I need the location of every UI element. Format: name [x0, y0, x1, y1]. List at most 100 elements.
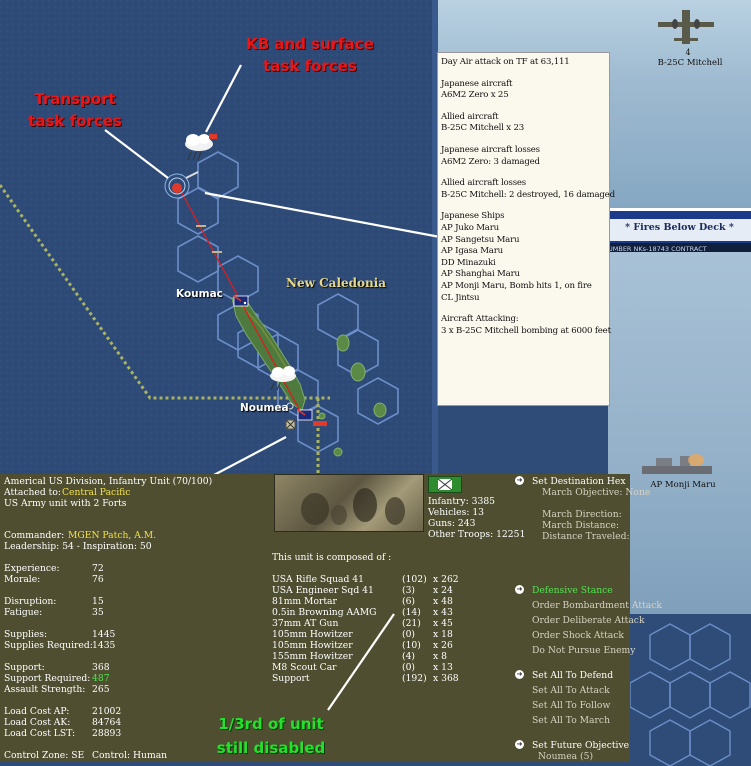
aircraft-name: B-25C Mitchell [657, 58, 723, 68]
set-all-march-button[interactable]: Set All To March [532, 715, 610, 726]
composition-name: Support [272, 673, 310, 684]
noumea-label: Noumea [240, 402, 289, 414]
ship-name: AP Monji Maru [650, 480, 716, 490]
report-allied-aircraft: B-25C Mitchell x 23 [441, 123, 524, 134]
composition-count: x 43 [433, 607, 453, 618]
stat-label: Experience: [4, 563, 60, 574]
arrow-icon: ➜ [515, 670, 524, 679]
order-shock-button[interactable]: Order Shock Attack [532, 630, 624, 641]
composition-disabled: (4) [402, 651, 416, 662]
report-ship: AP Sangetsu Maru [441, 234, 520, 245]
count-other: Other Troops: 12251 [428, 529, 526, 540]
composition-name: USA Rifle Squad 41 [272, 574, 364, 585]
report-ship: AP Igasa Maru [441, 246, 503, 257]
attached-hq-link[interactable]: Central Pacific [62, 487, 131, 498]
aircraft-count: 4 [685, 48, 691, 57]
set-destination-button[interactable]: Set Destination Hex [532, 476, 626, 487]
ship-image-panel: AP Monji Maru [608, 252, 751, 614]
commander-link[interactable]: MGEN Patch, A.M. [68, 530, 157, 541]
leadership-line: Leadership: 54 - Inspiration: 50 [4, 541, 152, 552]
report-allied-losses-title: Allied aircraft losses [441, 178, 526, 189]
stat-label: Support: [4, 662, 45, 673]
stat-label: Support Required: [4, 673, 91, 684]
set-all-attack-button[interactable]: Set All To Attack [532, 685, 610, 696]
mail-icon[interactable] [428, 476, 462, 493]
do-not-pursue-button[interactable]: Do Not Pursue Enemy [532, 645, 636, 656]
unit-name: Americal US Division, Infantry Unit (70/… [4, 476, 213, 487]
composition-count: x 45 [433, 618, 453, 629]
composition-count: x 24 [433, 585, 453, 596]
kb-task-force-annotation: KB and surface task forces [246, 35, 374, 75]
count-vehicles: Vehicles: 13 [428, 507, 485, 518]
composition-name: M8 Scout Car [272, 662, 337, 673]
composition-disabled: (3) [402, 585, 416, 596]
order-deliberate-button[interactable]: Order Deliberate Attack [532, 615, 645, 626]
arrow-icon: ➜ [515, 585, 524, 594]
disabled-annotation: 1/3rd of unit still disabled [216, 715, 326, 757]
stat-value: 1435 [92, 640, 116, 651]
noumea-base-icon[interactable] [285, 402, 327, 430]
commander-label: Commander: [4, 530, 65, 541]
report-jp-losses-title: Japanese aircraft losses [441, 144, 540, 155]
stat-value: 76 [92, 574, 104, 585]
kb-task-force-marker[interactable] [185, 134, 217, 161]
set-all-follow-button[interactable]: Set All To Follow [532, 700, 611, 711]
strategic-map[interactable]: KB and surface task forces Transport tas… [0, 0, 441, 486]
stat-value: 1445 [92, 629, 116, 640]
koumac-base-icon[interactable] [233, 295, 249, 307]
composition-name: 81mm Mortar [272, 596, 337, 607]
b25-aircraft-image [658, 10, 714, 44]
composition-count: x 262 [433, 574, 459, 585]
set-all-defend-button[interactable]: Set All To Defend [532, 670, 614, 681]
composition-name: USA Engineer Sqd 41 [272, 585, 374, 596]
map-canvas[interactable] [0, 0, 441, 486]
stat-value: 72 [92, 563, 104, 574]
report-jp-aircraft: A6M2 Zero x 25 [441, 90, 509, 101]
composition-disabled: (6) [402, 596, 416, 607]
march-objective: March Objective: None [542, 487, 651, 498]
stat-value: 15 [92, 596, 104, 607]
composition-disabled: (0) [402, 629, 416, 640]
stat-label: Load Cost LST: [4, 728, 76, 739]
stat-label: Fatigue: [4, 607, 43, 618]
minimap-area[interactable] [629, 614, 751, 766]
composition-disabled: (192) [402, 673, 427, 684]
set-future-objective-button[interactable]: Set Future Objective [532, 740, 630, 751]
stat-value: 21002 [92, 706, 122, 717]
report-jp-aircraft-title: Japanese aircraft [441, 78, 513, 89]
composition-disabled: (14) [402, 607, 421, 618]
composition-disabled: (21) [402, 618, 421, 629]
stat-label: Disruption: [4, 596, 57, 607]
defensive-stance-button[interactable]: Defensive Stance [532, 585, 613, 596]
stat-value: 368 [92, 662, 110, 673]
report-jp-losses: A6M2 Zero: 3 damaged [441, 156, 540, 167]
composition-count: x 8 [433, 651, 447, 662]
arrow-icon: ➜ [515, 740, 524, 749]
composition-name: 105mm Howitzer [272, 640, 353, 651]
composition-count: x 26 [433, 640, 453, 651]
report-ship: DD Minazuki [441, 257, 496, 268]
composition-count: x 18 [433, 629, 453, 640]
report-attacking-title: Aircraft Attacking: [441, 314, 519, 325]
stat-label: Supplies Required: [4, 640, 93, 651]
composition-name: 105mm Howitzer [272, 629, 353, 640]
attached-label: Attached to: [4, 487, 61, 498]
march-direction: March Direction: [542, 509, 622, 520]
stat-value: 487 [92, 673, 110, 684]
stat-label: Assault Strength: [4, 684, 86, 695]
transport-task-force-marker[interactable] [164, 171, 199, 199]
stat-label: Load Cost AP: [4, 706, 70, 717]
report-ship: CL Jintsu [441, 292, 480, 303]
march-distance: March Distance: [542, 520, 620, 531]
order-bombardment-button[interactable]: Order Bombardment Attack [532, 600, 662, 611]
composition-count: x 48 [433, 596, 453, 607]
unit-detail-panel: Americal US Division, Infantry Unit (70/… [0, 474, 662, 762]
composition-count: x 13 [433, 662, 453, 673]
ship-image [642, 454, 712, 474]
koumac-label: Koumac [176, 288, 223, 300]
annotation-pointer [327, 613, 395, 711]
weather-cloud-icon [270, 366, 296, 391]
report-jp-ships-title: Japanese Ships [441, 211, 505, 222]
stat-value: 84764 [92, 717, 122, 728]
stat-label: Morale: [4, 574, 41, 585]
